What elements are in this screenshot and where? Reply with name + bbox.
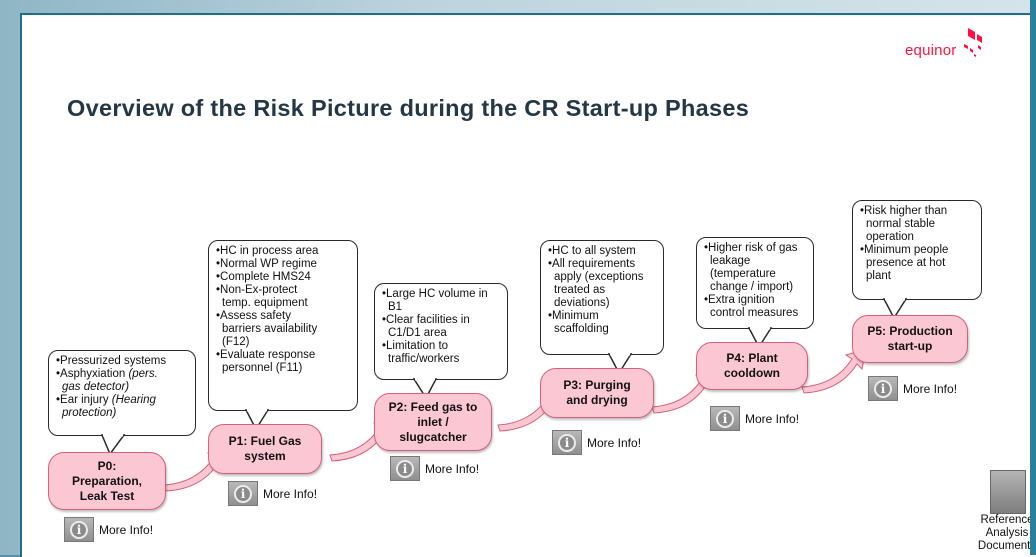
- risk-callout-p5: •Risk higher than normal stable operatio…: [852, 200, 982, 300]
- info-button[interactable]: i: [552, 430, 582, 455]
- phase-box-p3[interactable]: P3: Purging and drying: [540, 368, 654, 418]
- risk-callout-p1: •HC in process area •Normal WP regime •C…: [208, 240, 358, 411]
- info-button[interactable]: i: [710, 406, 740, 431]
- phase-box-p5[interactable]: P5: Production start-up: [852, 315, 968, 363]
- more-info-p4[interactable]: i More Info!: [710, 406, 799, 431]
- callout-tail-p3: [607, 353, 633, 375]
- info-button[interactable]: i: [868, 376, 898, 401]
- info-button[interactable]: i: [228, 481, 258, 506]
- info-button[interactable]: i: [390, 456, 420, 481]
- page-title: Overview of the Risk Picture during the …: [67, 95, 750, 121]
- callout-tail-p4: [747, 327, 773, 349]
- phase-box-p4[interactable]: P4: Plant cooldown: [696, 342, 808, 390]
- more-info-p0[interactable]: i More Info!: [64, 517, 153, 542]
- callout-tail-p5: [882, 298, 908, 320]
- more-info-label: More Info!: [263, 486, 318, 501]
- more-info-label: More Info!: [587, 435, 642, 450]
- phase-box-p0[interactable]: P0: Preparation, Leak Test: [48, 452, 166, 510]
- callout-tail-p1: [244, 409, 270, 431]
- more-info-p2[interactable]: i More Info!: [390, 456, 479, 481]
- info-icon: i: [234, 484, 252, 503]
- info-icon: i: [558, 433, 576, 452]
- risk-callout-p2: •Large HC volume in B1 •Clear facilities…: [374, 283, 508, 380]
- document-icon: [990, 470, 1026, 514]
- phase-box-p2[interactable]: P2: Feed gas to inlet / slugcatcher: [374, 393, 492, 451]
- risk-callout-p0: •Pressurized systems •Asphyxiation (pers…: [48, 350, 196, 436]
- reference-label: Reference Analysis Documents: [977, 514, 1036, 552]
- more-info-label: More Info!: [425, 461, 480, 476]
- more-info-label: More Info!: [99, 522, 154, 537]
- equinor-star-icon: [964, 28, 982, 57]
- slide: equinor Overview of the Risk Picture dur…: [20, 13, 1036, 557]
- window-border: [1030, 0, 1036, 555]
- more-info-p5[interactable]: i More Info!: [868, 376, 957, 401]
- info-button[interactable]: i: [64, 517, 94, 542]
- info-icon: i: [396, 459, 414, 478]
- callout-tail-p2: [412, 378, 438, 400]
- phase-box-p1[interactable]: P1: Fuel Gas system: [208, 424, 322, 474]
- info-icon: i: [874, 379, 892, 398]
- callout-tail-p0: [100, 434, 126, 456]
- more-info-label: More Info!: [745, 411, 800, 426]
- risk-callout-p3: •HC to all system •All requirements appl…: [540, 240, 664, 355]
- info-icon: i: [716, 409, 734, 428]
- more-info-p1[interactable]: i More Info!: [228, 481, 317, 506]
- logo-text: equinor: [905, 42, 957, 59]
- info-icon: i: [70, 520, 88, 539]
- more-info-label: More Info!: [903, 381, 958, 396]
- risk-callout-p4: •Higher risk of gas leakage (temperature…: [696, 237, 814, 329]
- more-info-p3[interactable]: i More Info!: [552, 430, 641, 455]
